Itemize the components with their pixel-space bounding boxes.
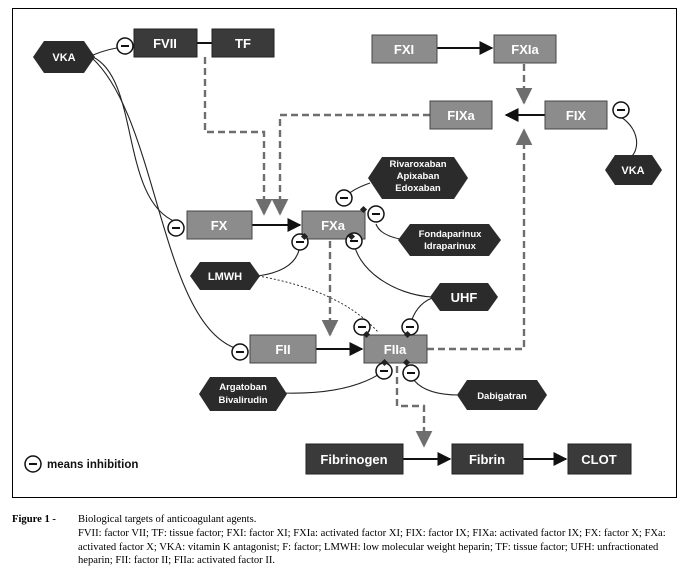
inhibit-fvii: [116, 37, 134, 55]
drug-fonda-2: Idraparinux: [424, 241, 476, 252]
node-fibrinogen: [305, 443, 404, 475]
node-fx-label: FX: [211, 218, 228, 233]
drug-vka-right: [605, 155, 662, 185]
factor-nodes: FVII TF FXI FXIa FIXa FIX FX FXa FII FII…: [133, 28, 632, 475]
drug-argatoban-2: Bivalirudin: [218, 395, 267, 406]
node-fxia: [493, 34, 557, 64]
node-tf-label: TF: [235, 36, 251, 51]
argatoban-fiia-line: [282, 370, 385, 394]
inhibit-fiia-dabigatran: [402, 364, 420, 382]
inhibit-fiia-argatoban: [375, 362, 393, 380]
node-fiia-label: FIIa: [384, 342, 407, 357]
drug-dabigatran: [457, 380, 547, 410]
inhibit-fix: [612, 101, 630, 119]
dash-fvii-tf-fxa: [203, 57, 273, 216]
node-tf: [211, 28, 275, 58]
drug-xaban-1: Rivaroxaban: [389, 159, 446, 170]
node-fxi: [371, 34, 438, 64]
node-clot: [567, 443, 632, 475]
drug-lmwh: [190, 262, 260, 290]
drug-vka-left: [33, 41, 95, 73]
node-fix: [544, 100, 608, 130]
drug-vka-right-label: VKA: [621, 165, 644, 177]
inhibit-fiia-lmwh: [353, 318, 371, 336]
inhibit-fii: [231, 343, 249, 361]
node-fibrinogen-label: Fibrinogen: [320, 452, 387, 467]
drug-vka-left-label: VKA: [52, 52, 75, 64]
node-fii-label: FII: [275, 342, 290, 357]
fonda-fxa-line: [375, 223, 401, 240]
drug-uhf-label: UHF: [451, 290, 478, 305]
node-fvii-label: FVII: [153, 36, 177, 51]
node-fxi-label: FXI: [394, 42, 414, 57]
drug-dabigatran-label: Dabigatran: [477, 391, 527, 402]
lmwh-fiia-dotted: [257, 275, 379, 333]
drug-xabans: [368, 157, 468, 199]
drug-xaban-2: Apixaban: [397, 171, 440, 182]
node-fxia-label: FXIa: [511, 42, 539, 57]
connection-diamonds: [300, 205, 412, 367]
drug-lmwh-label: LMWH: [208, 271, 242, 283]
node-fvii: [133, 28, 198, 58]
node-fix-label: FIX: [566, 108, 587, 123]
solid-arrows: [197, 41, 568, 466]
vka-fii-curve: [91, 57, 242, 351]
dashed-arrows: [203, 57, 533, 448]
inhibit-fiia-uhf: [401, 318, 419, 336]
node-fxa-label: FXa: [321, 218, 346, 233]
inhibit-fxa-fonda: [367, 205, 385, 223]
drug-xaban-3: Edoxaban: [395, 183, 441, 194]
node-fx: [186, 210, 253, 240]
dash-fixa-fxa: [271, 113, 430, 216]
node-fibrin-label: Fibrin: [469, 452, 505, 467]
node-fixa: [429, 100, 493, 130]
caption-legend: FVII: factor VII; TF: tissue factor; FXI…: [78, 528, 666, 566]
node-clot-label: CLOT: [581, 452, 616, 467]
drug-fonda-1: Fondaparinux: [419, 229, 483, 240]
node-fixa-label: FIXa: [447, 108, 475, 123]
inhibition-legend: means inhibition: [24, 455, 138, 473]
node-fiia: [363, 334, 428, 364]
legend-text: means inhibition: [47, 459, 138, 471]
inhibit-fxa-xaban: [335, 189, 353, 207]
figure-frame: [12, 8, 677, 498]
node-fii: [249, 334, 317, 364]
drug-fondaparinux: [398, 224, 501, 256]
inhibition-markers: [116, 37, 630, 382]
caption-label: Figure 1 -: [12, 514, 56, 525]
node-fibrin: [451, 443, 524, 475]
drug-argatoban-1: Argatoban: [219, 382, 267, 393]
caption-title: Biological targets of anticoagulant agen…: [78, 514, 257, 525]
drug-uhf: [430, 283, 498, 311]
dash-fiia-fix: [427, 128, 533, 351]
inhibit-fx: [167, 219, 185, 237]
drug-nodes: VKA VKA Rivaroxaban Apixaban Edoxaban Fo…: [33, 41, 662, 411]
drug-argatoban: [199, 377, 287, 411]
